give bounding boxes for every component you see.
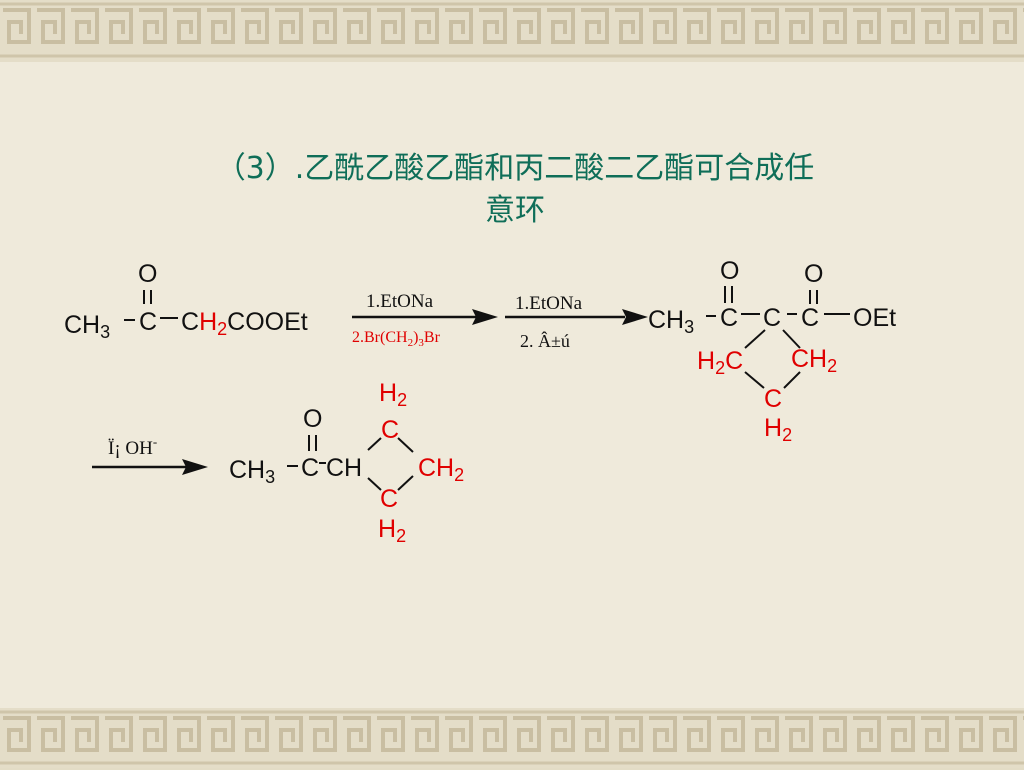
product-ring-bond-bottom-right [397,475,414,491]
product-methine: CH [326,454,362,482]
intermediate-ring-bottom-c: C [764,385,782,413]
arrow2-reagent-top: 1.EtONa [515,293,583,314]
reaction-arrow-3: Ï¡ OH- [92,434,208,475]
intermediate-ring-left-ch2: H2C [697,347,743,378]
reactant-carbonyl-oxygen: O [138,260,157,288]
product-ring-bottom-c: C [380,485,398,513]
cyclobutyl-ketone-product: O CH3 C CH H2 C CH2 C H2 [229,379,464,546]
ring-bond-top-left [744,329,766,349]
arrow1-reagent-top: 1.EtONa [366,291,434,312]
reactant-methyl: CH3 [64,311,110,342]
product-carbonyl-carbon: C [301,454,319,482]
arrow2-head [622,309,648,325]
intermediate-methyl: CH3 [648,306,694,337]
arrow1-head [472,309,498,325]
product-ring-right-ch2: CH2 [418,454,464,485]
ring-bond-bottom-right [783,371,801,389]
arrow3-head [182,459,208,475]
bottom-border-pattern [0,708,1024,768]
product-ring-bond-top-left [367,437,382,451]
arrow2-reagent-bottom: 2. Â±ú [520,330,570,351]
top-border-pattern [0,0,1024,62]
reactant-methylene: CH2COOEt [181,308,308,339]
title-line-1: （3）.乙酰乙酸乙酯和丙二酸二乙酯可合成任 [215,151,815,186]
product-ring-bottom-h2: H2 [378,515,406,546]
intermediate-quaternary-carbon: C [763,304,781,332]
arrow1-reagent-bottom: 2.Br(CH2)3Br [352,329,441,349]
title-line-2: 意环 [485,193,545,228]
product-methyl: CH3 [229,456,275,487]
product-carbonyl-oxygen: O [303,405,322,433]
cyclobutane-intermediate: O O CH3 C C C OEt H2C [648,257,896,445]
reaction-arrow-2: 1.EtONa 2. Â±ú [505,293,648,351]
intermediate-oxygen-1: O [720,257,739,285]
top-decorative-border [0,0,1024,62]
ring-bond-bottom-left [744,371,765,389]
arrow3-reagent: Ï¡ OH- [108,434,157,459]
bottom-decorative-border [0,708,1024,770]
reactant-carbonyl-carbon: C [139,308,157,336]
intermediate-ring-bottom-h2: H2 [764,414,792,445]
ring-bond-top-right [782,329,801,349]
product-ring-bond-top-right [397,437,414,453]
product-ring-top-h2: H2 [379,379,407,410]
reaction-arrow-1: 1.EtONa 2.Br(CH2)3Br [352,291,498,349]
intermediate-oxygen-2: O [804,260,823,288]
intermediate-carbon-3: C [801,304,819,332]
product-ring-top-c: C [381,416,399,444]
reactant-acetoacetate: O CH3 C CH2COOEt [64,260,308,342]
product-ring-bond-bottom-left [367,477,382,491]
intermediate-ethoxy: OEt [853,304,896,332]
slide-title: （3）.乙酰乙酸乙酯和丙二酸二乙酯可合成任 意环 [120,148,910,232]
intermediate-ring-right-ch2: CH2 [791,345,837,376]
intermediate-carbon-1: C [720,304,738,332]
